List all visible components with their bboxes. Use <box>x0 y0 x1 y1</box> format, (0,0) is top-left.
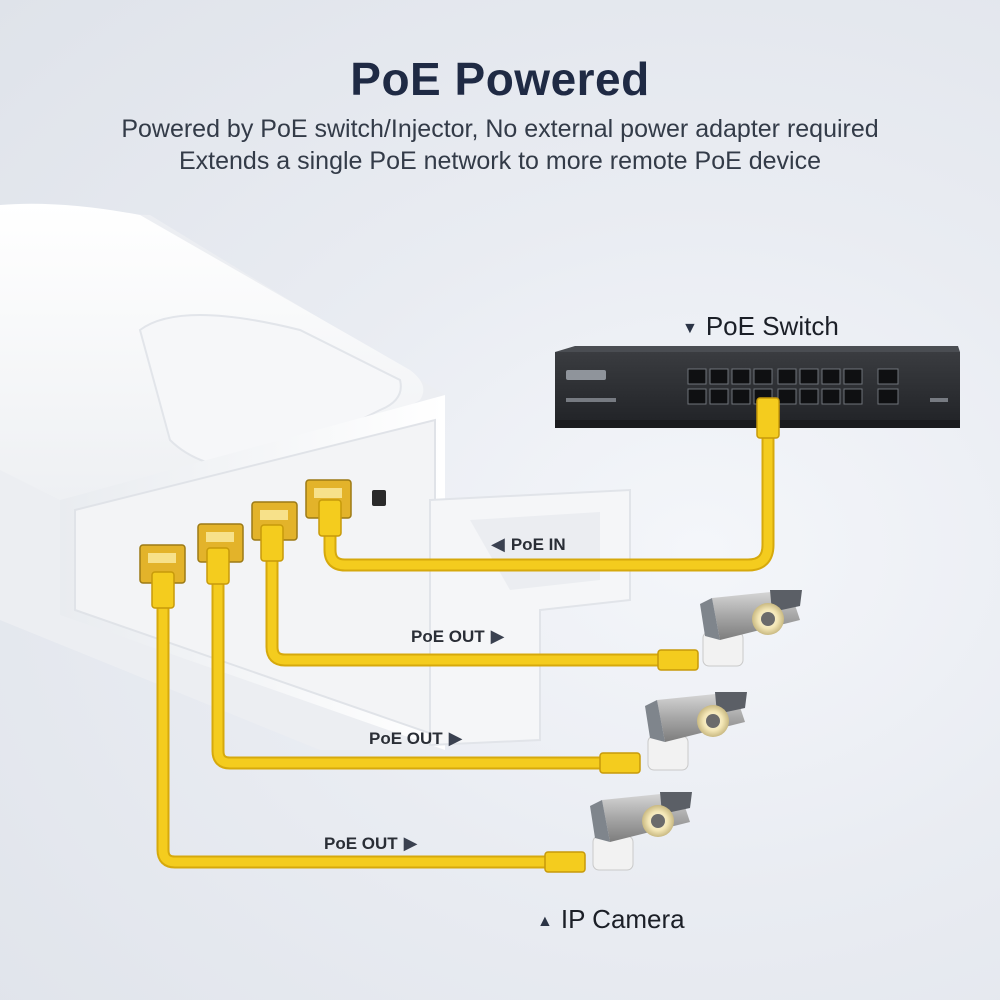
triangle-up-icon: ▲ <box>537 913 553 930</box>
switch-label: ▼ PoE Switch <box>682 311 839 342</box>
poe-in-text: PoE IN <box>510 535 566 554</box>
poe-out-text-3: PoE OUT <box>324 834 398 853</box>
poe-in-label: ◀ PoE IN <box>491 534 566 555</box>
connectors <box>151 397 780 873</box>
cables <box>156 423 775 869</box>
subtitle-line-1: Powered by PoE switch/Injector, No exter… <box>121 115 879 143</box>
page-title: PoE Powered <box>350 53 650 105</box>
camera-label-text: IP Camera <box>560 904 685 934</box>
arrow-right-icon: ▶ <box>490 626 505 646</box>
poe-out-label-1: PoE OUT ▶ <box>411 626 505 647</box>
poe-out-label-3: PoE OUT ▶ <box>324 833 418 854</box>
triangle-down-icon: ▼ <box>682 320 698 337</box>
arrow-right-icon: ▶ <box>448 728 463 748</box>
ip-camera-2 <box>645 692 747 771</box>
poe-switch <box>555 346 960 428</box>
poe-out-label-2: PoE OUT ▶ <box>369 728 463 749</box>
arrow-left-icon: ◀ <box>491 534 505 554</box>
ip-camera-1 <box>700 590 802 667</box>
arrow-right-icon: ▶ <box>403 833 418 853</box>
camera-label: ▲ IP Camera <box>537 904 685 935</box>
poe-extender <box>0 203 631 750</box>
poe-out-text-2: PoE OUT <box>369 729 443 748</box>
switch-label-text: PoE Switch <box>705 311 839 341</box>
subtitle-line-2: Extends a single PoE network to more rem… <box>179 147 821 175</box>
ip-camera-3 <box>590 792 692 871</box>
poe-out-text-1: PoE OUT <box>411 627 485 646</box>
